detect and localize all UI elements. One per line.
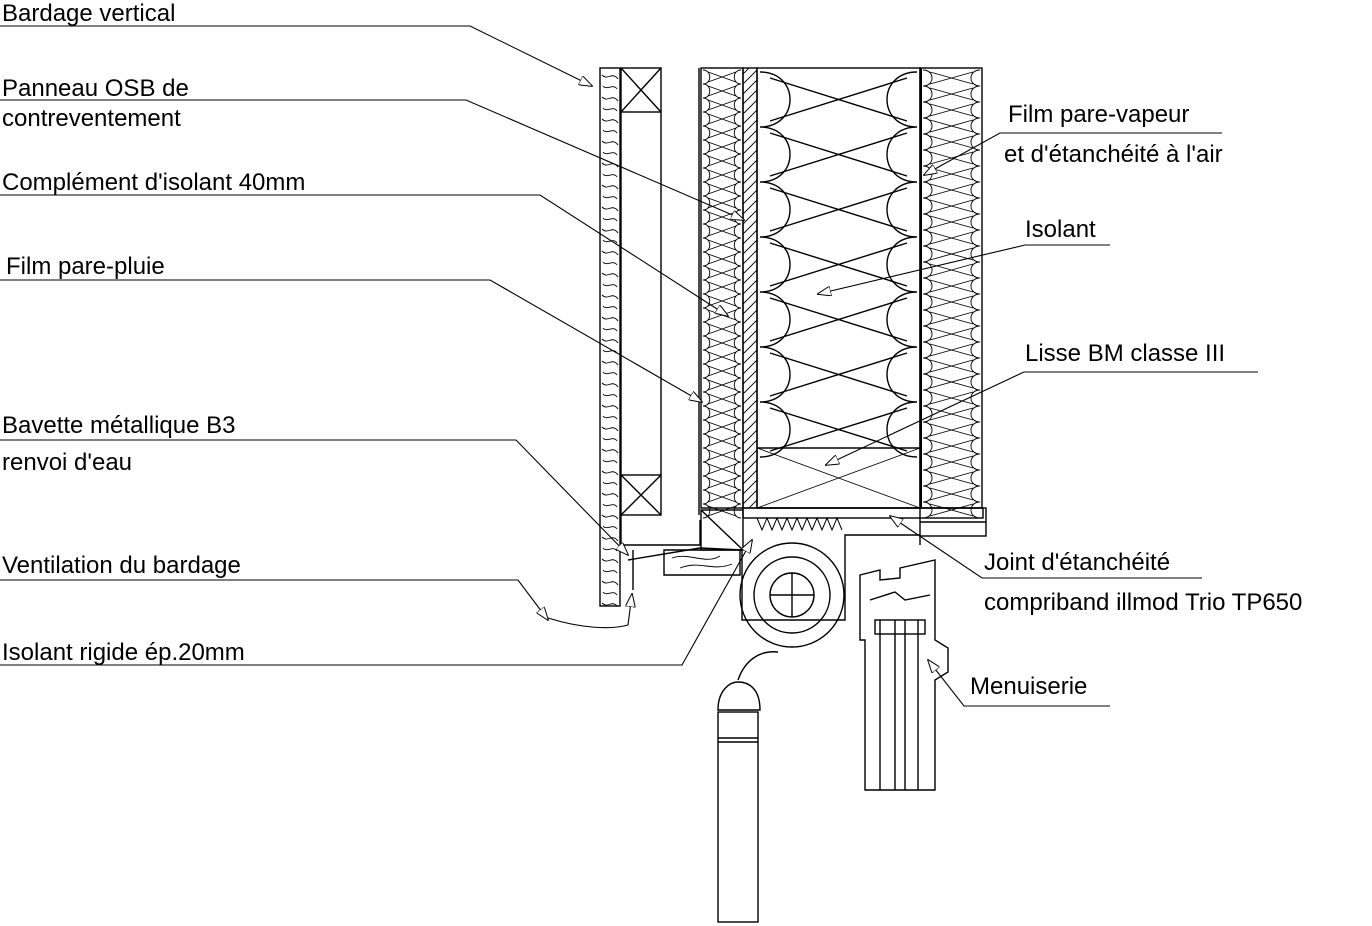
- batten-column: [620, 112, 662, 475]
- label-isolant-rigide: Isolant rigide ép.20mm: [2, 639, 245, 666]
- label-osb-2: contreventement: [2, 105, 181, 132]
- roller-shutter: [739, 534, 921, 648]
- label-bavette-2: renvoi d'eau: [2, 449, 132, 476]
- label-osb-1: Panneau OSB de: [2, 75, 189, 102]
- label-ventilation: Ventilation du bardage: [2, 552, 241, 579]
- leader-osb: [0, 99, 744, 220]
- window-frame: [859, 559, 949, 791]
- leader-bardage: [0, 25, 592, 86]
- leader-pare-vapeur: [924, 132, 1222, 175]
- batten-top: [620, 67, 662, 113]
- label-bavette-1: Bavette métallique B3: [2, 412, 235, 439]
- leader-ventilation-curve: [547, 594, 632, 629]
- main-insulation: [756, 67, 921, 509]
- leader-isolant: [818, 244, 1110, 294]
- label-pare-vapeur-1: Film pare-vapeur: [1008, 101, 1189, 128]
- leader-isolant-rigide: [0, 540, 752, 666]
- outer-insulation: [700, 67, 744, 519]
- label-pare-vapeur-2: et d'étanchéité à l'air: [1004, 141, 1223, 168]
- cladding-board: [599, 67, 621, 607]
- leader-lisse: [826, 371, 1258, 465]
- label-joint-2: compriband illmod Trio TP650: [984, 589, 1302, 616]
- inner-insulation: [919, 67, 983, 519]
- label-lisse: Lisse BM classe III: [1025, 340, 1225, 367]
- label-pare-pluie: Film pare-pluie: [6, 253, 165, 280]
- leader-bavette: [0, 439, 628, 555]
- label-complement: Complément d'isolant 40mm: [2, 169, 305, 196]
- leader-complement: [0, 194, 728, 316]
- leader-ventilation: [0, 579, 548, 620]
- sill-assembly: [700, 507, 987, 551]
- metal-flashing: [620, 515, 743, 576]
- leader-pare-pluie: [0, 279, 702, 402]
- label-menuiserie: Menuiserie: [970, 673, 1087, 700]
- shutter-crank-rod: [717, 651, 779, 923]
- osb-panel: [742, 67, 758, 509]
- leader-menuiserie: [928, 660, 1110, 707]
- label-joint-1: Joint d'étanchéité: [984, 549, 1170, 576]
- batten-bottom: [620, 474, 662, 516]
- leader-joint: [890, 516, 1202, 579]
- label-isolant: Isolant: [1025, 216, 1096, 243]
- bottom-plate: [756, 447, 921, 509]
- label-bardage: Bardage vertical: [2, 0, 175, 27]
